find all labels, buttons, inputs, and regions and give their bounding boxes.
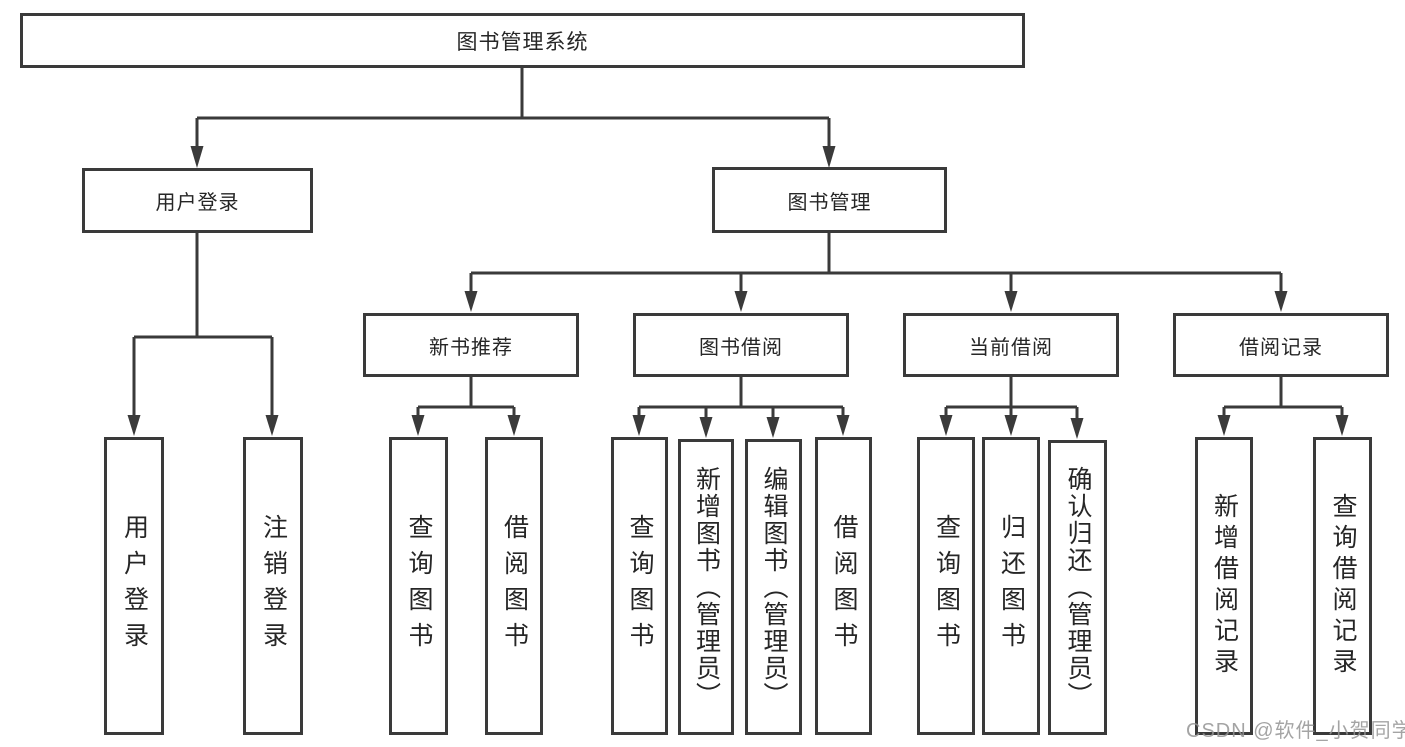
node-book-management: 图书管理: [712, 167, 947, 233]
leaf-borrow-books-recommend: 借阅图书: [485, 437, 543, 735]
node-library-system: 图书管理系统: [20, 13, 1025, 68]
watermark: CSDN @软件_小贺同学: [1186, 720, 1405, 742]
node-borrowing-records: 借阅记录: [1173, 313, 1389, 377]
leaf-return-books: 归还图书: [982, 437, 1040, 735]
leaf-borrow-books: 借阅图书: [815, 437, 872, 735]
leaf-query-books-borrow: 查询图书: [611, 437, 668, 735]
leaf-add-borrow-record: 新增借阅记录: [1195, 437, 1253, 735]
leaf-user-login: 用户登录: [104, 437, 164, 735]
node-current-borrowing: 当前借阅: [903, 313, 1119, 377]
leaf-confirm-return-admin: 确认归还（管理员）: [1048, 440, 1107, 735]
leaf-query-books-current: 查询图书: [917, 437, 975, 735]
leaf-query-books-recommend: 查询图书: [389, 437, 448, 735]
node-user-login: 用户登录: [82, 168, 313, 233]
node-new-book-recommend: 新书推荐: [363, 313, 579, 377]
node-book-borrowing: 图书借阅: [633, 313, 849, 377]
leaf-logout: 注销登录: [243, 437, 303, 735]
leaf-add-book-admin: 新增图书（管理员）: [678, 439, 734, 735]
leaf-edit-book-admin: 编辑图书（管理员）: [745, 439, 802, 735]
leaf-query-borrow-record: 查询借阅记录: [1313, 437, 1372, 735]
